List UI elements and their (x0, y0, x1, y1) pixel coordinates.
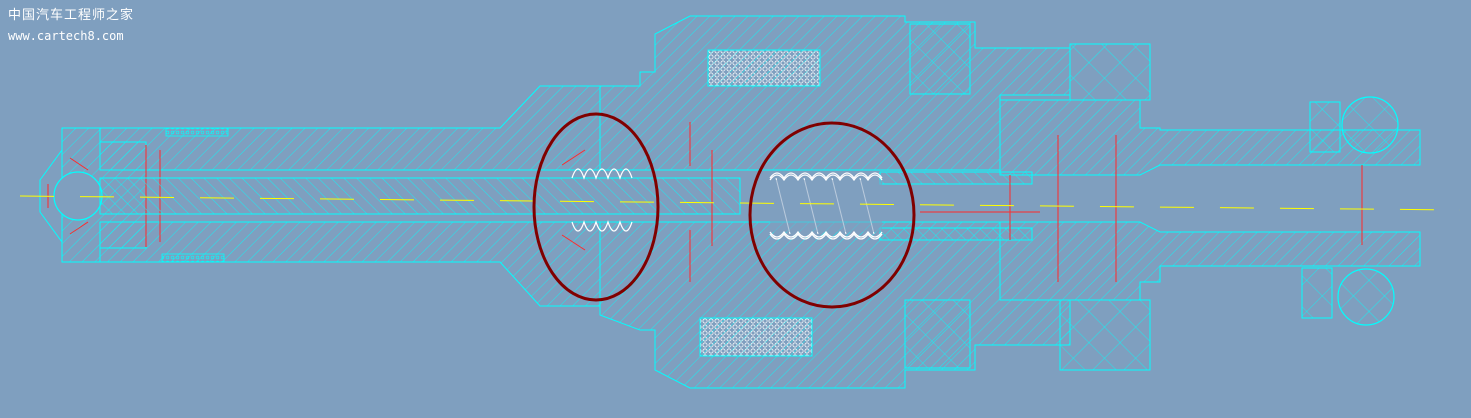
needle-rod (99, 177, 741, 215)
solenoid-coil-top (707, 49, 821, 87)
adjusting-tube-bottom (879, 227, 1033, 241)
ball-valve (53, 171, 103, 221)
o-ring-groove-bottom (1301, 267, 1333, 319)
watermark-url: www.cartech8.com (8, 29, 124, 43)
adjusting-tube-top (879, 171, 1033, 185)
section-lines (689, 122, 1040, 282)
highlight-circle-left (532, 112, 660, 302)
seal-ring-top (165, 127, 229, 137)
small-spring (561, 149, 633, 251)
seal-ring-bottom (161, 253, 225, 263)
watermark: 中国汽车工程师之家 www.cartech8.com (8, 6, 134, 46)
centerline (19, 195, 1461, 211)
inlet-body (999, 43, 1421, 371)
o-ring-top (1341, 96, 1399, 154)
solenoid-coil-bottom (699, 317, 813, 357)
watermark-site-name: 中国汽车工程师之家 (8, 8, 135, 23)
nozzle-body (99, 85, 601, 307)
o-ring-groove-top (1309, 101, 1341, 153)
highlight-circle-right (748, 121, 916, 309)
main-spring (769, 172, 883, 240)
o-ring-bottom (1337, 268, 1395, 326)
